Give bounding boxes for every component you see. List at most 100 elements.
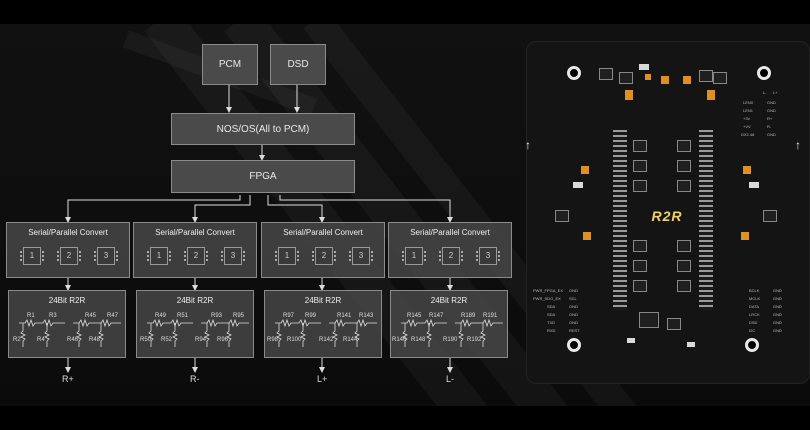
convert-panel-3: Serial/Parallel Convert 1 2 3 <box>261 222 385 278</box>
convert-panel-4: Serial/Parallel Convert 1 2 3 <box>388 222 512 278</box>
pcb-pin-label: L- <box>763 90 767 95</box>
pcb-pin-label: GND <box>569 312 578 317</box>
capacitor-component <box>707 90 715 100</box>
r2r-ladder-schematic <box>147 318 249 347</box>
resistor-label: R4 <box>37 337 45 343</box>
chip-icon: 3 <box>94 247 118 265</box>
ic-component <box>633 140 647 152</box>
resistor-label: R192 <box>467 337 482 343</box>
resistor-label: R95 <box>233 313 245 319</box>
output-label: L+ <box>317 374 328 384</box>
pcb-pin-label: +3V <box>743 116 751 121</box>
pcb-pin-label: PWR_SDO_EX <box>533 296 561 301</box>
r2r-ladder-schematic <box>401 318 503 347</box>
chip-number: 1 <box>29 251 35 260</box>
pcb-pin-label: GND <box>569 320 578 325</box>
pcb-pin-label: REST <box>569 328 580 333</box>
pcb-pin-label: GND <box>767 108 776 113</box>
resistor-label: R46 <box>67 337 79 343</box>
resistor-label: R94 <box>195 337 207 343</box>
pcb-pin-label: SCL <box>569 296 577 301</box>
smd-component <box>573 182 583 188</box>
convert-panel-1: Serial/Parallel Convert 1 2 3 <box>6 222 130 278</box>
pcb-pin-label: DATA <box>749 304 760 309</box>
r2r-panel-title: 24Bit R2R <box>176 296 214 305</box>
chip-number: 2 <box>193 251 199 260</box>
chip-icon: 2 <box>439 247 463 265</box>
smd-component <box>687 342 695 347</box>
ic-component <box>633 260 647 272</box>
output-label: R- <box>190 374 200 384</box>
ic-component <box>677 180 691 192</box>
resistor-label: R1 <box>27 313 35 319</box>
resistor-array <box>699 130 713 310</box>
pcb-pin-label: R- <box>767 124 772 129</box>
pcb-pin-label: GND <box>767 100 776 105</box>
arrow-fpga-to-convert-4 <box>279 195 453 223</box>
fpga-chip <box>639 312 659 328</box>
capacitor-component <box>583 232 591 240</box>
chip-number: 3 <box>103 251 109 260</box>
pcb-pin-label: L+ <box>773 90 778 95</box>
resistor-label: R141 <box>337 313 352 319</box>
ic-component <box>677 280 691 292</box>
dsd-input-box: DSD <box>270 44 326 85</box>
mounting-hole <box>757 66 771 80</box>
ic-component <box>713 72 727 84</box>
nos-os-box: NOS/OS(All to PCM) <box>171 113 355 145</box>
chip-icon: 3 <box>476 247 500 265</box>
resistor-label: R148 <box>411 337 426 343</box>
r2r-panel-4: 24Bit R2R R145 R147 R189 R191 R146 R148 … <box>390 290 508 358</box>
pcb-pin-label: GND <box>773 312 782 317</box>
ic-component <box>667 318 681 330</box>
resistor-label: R100 <box>287 337 302 343</box>
pcb-pin-label: GND <box>773 296 782 301</box>
resistor-label: R145 <box>407 313 422 319</box>
r2r-ladder-schematic <box>275 318 377 347</box>
pcb-pin-label: MCLK <box>749 296 761 301</box>
chip-number: 1 <box>411 251 417 260</box>
ic-component <box>619 72 633 84</box>
convert-panel-title: Serial/Parallel Convert <box>28 228 108 237</box>
r2r-panel-title: 24Bit R2R <box>430 296 468 305</box>
smd-component <box>627 338 635 343</box>
r2r-panel-2: 24Bit R2R R49 R51 R93 R95 R50 R52 R94 R9… <box>136 290 254 358</box>
chip-icon: 2 <box>57 247 81 265</box>
pcb-pin-label: TXD <box>547 320 555 325</box>
resistor-label: R99 <box>305 313 317 319</box>
ic-component <box>633 280 647 292</box>
resistor-label: R144 <box>343 337 358 343</box>
chip-icon: 3 <box>349 247 373 265</box>
chip-number: 2 <box>448 251 454 260</box>
ic-component <box>599 68 613 80</box>
pcb-pin-label: RXD <box>547 328 556 333</box>
resistor-array <box>613 130 627 310</box>
pcb-pin-label: DX2.48 <box>741 132 755 137</box>
resistor-label: R3 <box>49 313 57 319</box>
r2r-panel-1: 24Bit R2R R1 R3 R45 R47 R2 R4 R46 R48 <box>8 290 126 358</box>
pcb-pin-label: GND <box>767 132 776 137</box>
pcb-pin-label: +VV <box>743 124 751 129</box>
capacitor-component <box>741 232 749 240</box>
chip-number: 3 <box>485 251 491 260</box>
chip-icon: 1 <box>20 247 44 265</box>
chip-number: 3 <box>358 251 364 260</box>
ic-component <box>677 240 691 252</box>
mounting-hole <box>567 338 581 352</box>
pcb-pin-label: LEN0 <box>743 100 754 105</box>
smd-component <box>749 182 759 188</box>
convert-panel-2: Serial/Parallel Convert 1 2 3 <box>133 222 257 278</box>
resistor-label: R93 <box>211 313 223 319</box>
arrow-fpga-to-convert-3 <box>267 195 325 223</box>
chip-icon: 1 <box>275 247 299 265</box>
pcb-pin-label: SDA <box>547 304 556 309</box>
resistor-label: R51 <box>177 313 189 319</box>
chip-icon: 1 <box>402 247 426 265</box>
chip-number: 3 <box>230 251 236 260</box>
chip-number: 1 <box>156 251 162 260</box>
resistor-label: R47 <box>107 313 119 319</box>
pcb-pin-label: I2C <box>749 328 756 333</box>
mounting-hole <box>567 66 581 80</box>
arrow-fpga-to-convert-2 <box>192 195 251 223</box>
